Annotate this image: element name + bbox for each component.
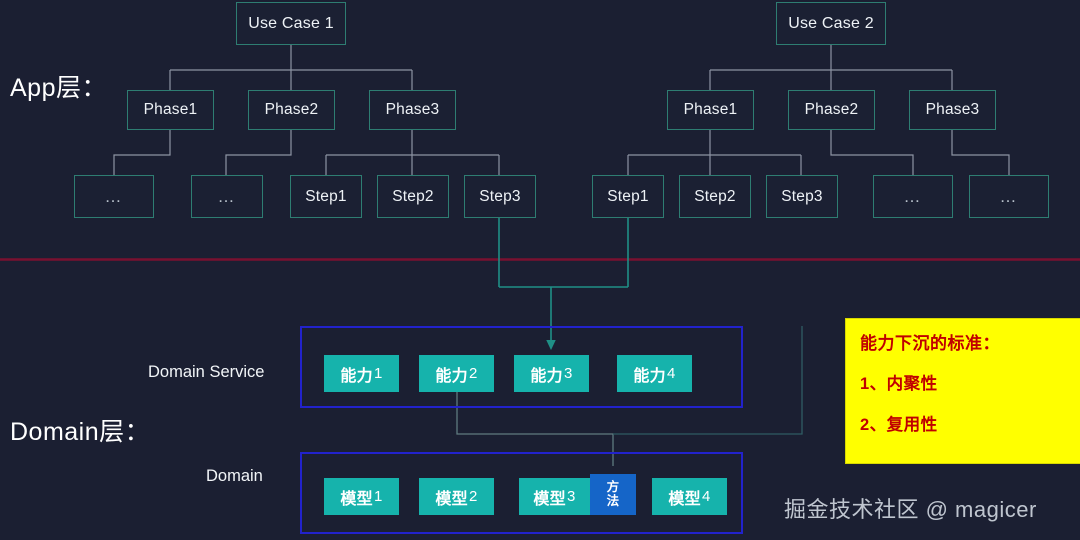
chip-model-1-num: 1 (373, 488, 383, 505)
node-uc2-step-ellipsis-1[interactable]: … (873, 175, 953, 218)
node-uc2-phase1[interactable]: Phase1 (667, 90, 754, 130)
app-layer-label: App层： (10, 74, 107, 102)
chip-method-line2: 法 (606, 493, 620, 508)
domain-service-label: Domain Service (148, 363, 265, 381)
note-item-2: 2、复用性 (860, 416, 938, 434)
chip-model-2-num: 2 (468, 488, 478, 505)
chip-model-3-num: 3 (566, 488, 576, 505)
node-uc2-step1[interactable]: Step1 (592, 175, 664, 218)
node-uc1-step-ellipsis-1[interactable]: … (74, 175, 154, 218)
watermark: 掘金技术社区 @ magicer (784, 497, 1037, 522)
chip-capability-2-text: 能力 (435, 367, 468, 385)
chip-model-4-num: 4 (701, 488, 711, 505)
node-uc2-phase3[interactable]: Phase3 (909, 90, 996, 130)
chip-model-3-text: 模型 (533, 490, 566, 508)
domain-model-group (300, 452, 743, 534)
node-use-case-2[interactable]: Use Case 2 (776, 2, 886, 45)
chip-capability-1-num: 1 (373, 365, 383, 382)
chip-method-line1: 方 (606, 480, 620, 495)
note-item-1: 1、内聚性 (860, 375, 938, 393)
node-uc2-step-ellipsis-2[interactable]: … (969, 175, 1049, 218)
node-uc2-phase2[interactable]: Phase2 (788, 90, 875, 130)
chip-capability-3-num: 3 (563, 365, 573, 382)
chip-capability-1-text: 能力 (340, 367, 373, 385)
node-uc1-phase3[interactable]: Phase3 (369, 90, 456, 130)
domain-model-label: Domain (206, 467, 263, 485)
chip-capability-4-text: 能力 (633, 367, 666, 385)
node-uc1-phase1[interactable]: Phase1 (127, 90, 214, 130)
callout-note: 能力下沉的标准： 1、内聚性 2、复用性 (845, 318, 1080, 464)
node-uc1-step3[interactable]: Step3 (464, 175, 536, 218)
node-uc1-step2[interactable]: Step2 (377, 175, 449, 218)
chip-capability-4-num: 4 (666, 365, 676, 382)
chip-model-4-text: 模型 (668, 490, 701, 508)
chip-model-2-text: 模型 (435, 490, 468, 508)
node-uc2-step3[interactable]: Step3 (766, 175, 838, 218)
chip-capability-3-text: 能力 (530, 367, 563, 385)
domain-service-group (300, 326, 743, 408)
chip-model-3-method[interactable]: 方 法 (590, 474, 636, 515)
node-uc2-step2[interactable]: Step2 (679, 175, 751, 218)
node-uc1-step-ellipsis-2[interactable]: … (191, 175, 263, 218)
node-use-case-1[interactable]: Use Case 1 (236, 2, 346, 45)
chip-capability-2-num: 2 (468, 365, 478, 382)
chip-model-1-text: 模型 (340, 490, 373, 508)
note-title: 能力下沉的标准： (860, 334, 1000, 353)
node-uc1-step1[interactable]: Step1 (290, 175, 362, 218)
domain-layer-label: Domain层： (10, 418, 151, 446)
node-uc1-phase2[interactable]: Phase2 (248, 90, 335, 130)
